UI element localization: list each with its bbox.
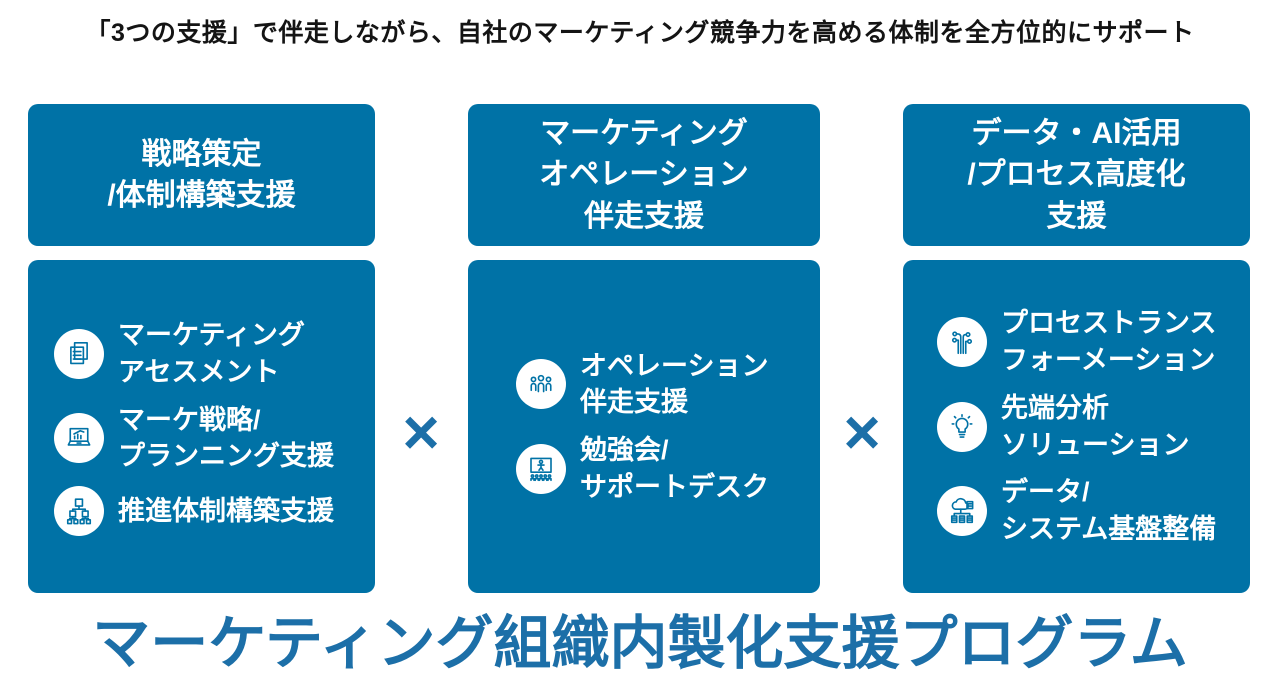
header-line: /プロセス高度化 [967,158,1186,192]
column-strategy: 戦略策定 /体制構築支援 マーケティング アセスメント [28,104,375,593]
column-content-strategy: マーケティング アセスメント マー [28,260,375,593]
item-line: 推進体制構築支援 [118,495,334,526]
header-line: 伴走支援 [584,199,704,233]
org-chart-icon [54,485,104,536]
multiply-symbol: × [402,396,440,468]
list-item: プロセストランス フォーメーション [937,305,1250,378]
cloud-database-icon [937,485,987,536]
circuit-icon [937,317,987,368]
item-line: プロセストランス [1001,308,1217,339]
item-label: 先端分析 ソリューション [1001,390,1189,463]
header-line: データ・AI活用 [971,116,1182,150]
column-header-data-ai: データ・AI活用 /プロセス高度化 支援 [903,104,1250,246]
item-line: 先端分析 [1001,392,1109,423]
seminar-icon [516,443,566,494]
header-line: マーケティング [540,116,748,150]
item-line: アセスメント [118,356,280,387]
item-line: システム基盤整備 [1001,513,1217,544]
item-label: プロセストランス フォーメーション [1001,305,1216,378]
list-item: データ/ システム基盤整備 [937,474,1250,547]
item-line: ソリューション [1001,429,1190,460]
people-icon [516,359,566,410]
list-item: オペレーション 伴走支援 [516,348,820,421]
item-line: 伴走支援 [580,387,688,418]
item-label: データ/ システム基盤整備 [1001,474,1216,547]
item-label: マーケティング アセスメント [118,317,305,390]
item-line: サポートデスク [580,471,769,502]
column-header-strategy: 戦略策定 /体制構築支援 [28,104,375,246]
item-line: マーケ戦略/ [118,404,261,435]
header-line: オペレーション [539,158,749,192]
column-operation: マーケティング オペレーション 伴走支援 オペレーション [468,104,820,593]
item-line: 勉強会/ [580,435,669,465]
item-label: 推進体制構築支援 [118,493,334,530]
item-line: オペレーション [580,350,769,381]
list-item: 勉強会/ サポートデスク [516,432,820,505]
list-item: 推進体制構築支援 [54,485,375,536]
multiply-symbol: × [843,396,881,468]
header-line: 支援 [1046,199,1107,233]
item-label: オペレーション 伴走支援 [580,348,768,421]
item-line: データ/ [1001,477,1090,508]
header-line: /体制構築支援 [107,179,296,212]
column-header-operation: マーケティング オペレーション 伴走支援 [468,104,820,246]
column-content-data-ai: プロセストランス フォーメーション [903,260,1250,593]
item-label: 勉強会/ サポートデスク [580,432,769,505]
item-line: フォーメーション [1001,345,1216,376]
item-line: マーケティング [118,320,305,351]
list-item: 先端分析 ソリューション [937,390,1250,463]
laptop-chart-icon [54,413,104,464]
header-line: 戦略策定 [141,137,262,171]
column-data-ai: データ・AI活用 /プロセス高度化 支援 プロセストランス フォーメーション [903,104,1250,593]
item-line: プランニング支援 [118,441,334,472]
list-item: マーケティング アセスメント [54,317,375,390]
program-title: マーケティング組織内製化支援プログラム [92,611,1188,676]
document-icon [54,328,104,379]
page-title: 「3つの支援」で伴走しながら、自社のマーケティング競争力を高める体制を全方位的に… [85,19,1195,47]
column-content-operation: オペレーション 伴走支援 [468,260,820,593]
item-label: マーケ戦略/ プランニング支援 [118,402,334,475]
lightbulb-icon [937,401,987,452]
list-item: マーケ戦略/ プランニング支援 [54,402,375,475]
